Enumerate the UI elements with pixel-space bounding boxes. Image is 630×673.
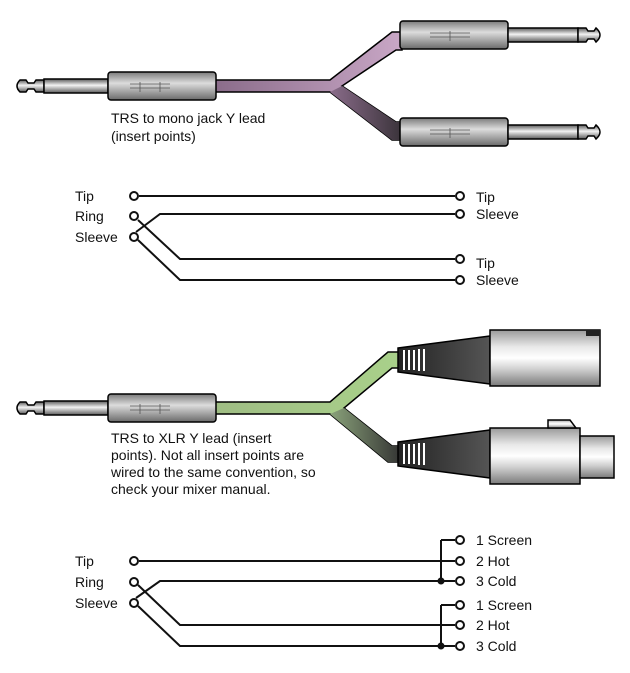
wire-sleeve-bottom — [137, 239, 455, 281]
terminal-ring-left — [129, 211, 139, 221]
caption-2-line-1: TRS to XLR Y lead (insert — [111, 430, 272, 446]
wire-ring-to-tip — [137, 219, 455, 260]
terminal-sleeve-left-2 — [129, 598, 139, 608]
caption-2-line-4: check your mixer manual. — [111, 481, 271, 497]
terminal-hot-1 — [455, 556, 465, 566]
trs-xlr-y-lead-illustration — [16, 329, 615, 485]
terminal-sleeve-right-2 — [455, 275, 465, 285]
terminal-tip-left-2 — [129, 556, 139, 566]
terminal-tip-right-1 — [455, 191, 465, 201]
terminal-screen-2 — [455, 600, 465, 610]
terminal-tip-left — [129, 191, 139, 201]
terminal-ring-left-2 — [129, 577, 139, 587]
label-hot-2: 2 Hot — [476, 617, 510, 633]
trs-plug-left-2 — [16, 393, 217, 423]
label-cold-1: 3 Cold — [476, 573, 516, 589]
cable-green — [213, 351, 403, 463]
label-screen-1: 1 Screen — [476, 532, 532, 548]
label-sleeve-left-2: Sleeve — [75, 595, 118, 611]
label-sleeve-left: Sleeve — [75, 229, 118, 245]
terminal-screen-1 — [455, 535, 465, 545]
mono-plug-top — [399, 20, 601, 50]
label-ring-left: Ring — [75, 208, 104, 224]
caption-1-line-2: (insert points) — [111, 128, 196, 144]
trs-mono-y-lead-illustration — [16, 20, 601, 147]
label-sleeve-right-1: Sleeve — [476, 206, 519, 222]
xlr-female-connector — [397, 419, 615, 485]
terminal-sleeve-left — [129, 232, 139, 242]
mono-plug-bottom — [399, 117, 601, 147]
terminal-cold-2 — [455, 641, 465, 651]
wire-sleeve-to-cold-2 — [137, 605, 455, 647]
junction-dot-1 — [437, 577, 445, 585]
terminal-hot-2 — [455, 620, 465, 630]
label-tip-right-2: Tip — [476, 255, 495, 271]
wire-screen-link-2 — [440, 604, 455, 646]
junction-dot-2 — [437, 642, 445, 650]
wire-sleeve-to-cold — [135, 580, 455, 599]
caption-2-line-2: points). Not all insert points are — [111, 447, 304, 463]
wire-sleeve-top — [135, 213, 455, 233]
label-ring-left-2: Ring — [75, 574, 104, 590]
terminal-tip-right-2 — [455, 254, 465, 264]
label-cold-2: 3 Cold — [476, 638, 516, 654]
trs-plug-left — [16, 71, 217, 101]
label-hot-1: 2 Hot — [476, 553, 510, 569]
cable-purple — [213, 31, 403, 141]
terminal-cold-1 — [455, 576, 465, 586]
wiring-diagram-2: Tip Ring Sleeve 1 Screen 2 Hot 3 Cold 1 … — [75, 532, 532, 654]
wire-ring-to-hot — [137, 584, 455, 626]
label-tip-right-1: Tip — [476, 189, 495, 205]
label-tip-left-2: Tip — [75, 553, 94, 569]
xlr-male-connector — [397, 329, 601, 387]
wiring-diagram-1: Tip Ring Sleeve Tip Sleeve Tip Sleeve — [75, 188, 519, 288]
caption-1-line-1: TRS to mono jack Y lead — [111, 110, 265, 126]
label-tip-left: Tip — [75, 188, 94, 204]
caption-2-line-3: wired to the same convention, so — [110, 464, 316, 480]
terminal-sleeve-right-1 — [455, 209, 465, 219]
label-sleeve-right-2: Sleeve — [476, 272, 519, 288]
wire-screen-link-1 — [440, 539, 455, 581]
label-screen-2: 1 Screen — [476, 597, 532, 613]
